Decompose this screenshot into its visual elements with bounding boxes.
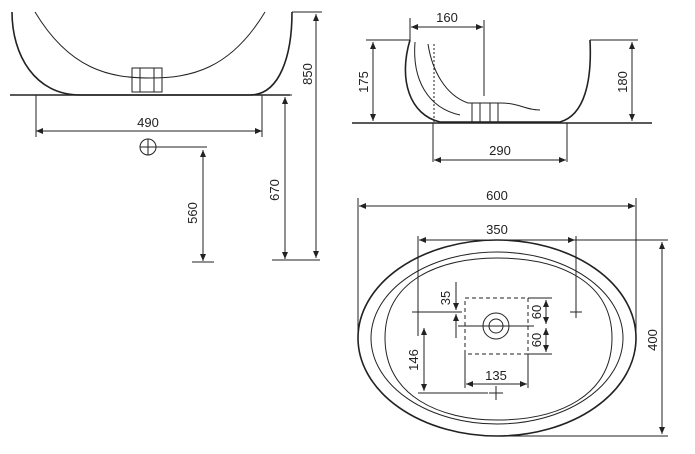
dim-label-60-bottom: 60 [529,333,544,347]
dim-label-560: 560 [185,202,200,224]
dim-label-35: 35 [438,291,453,305]
plan-rim-outline [370,251,624,425]
dim-label-600: 600 [486,188,508,203]
dim-label-135: 135 [485,368,507,383]
plan-view: 600 400 350 35 [357,188,668,437]
dim-label-146: 146 [406,349,421,371]
basin-outline-side [404,39,592,123]
drain-fitting-front [131,67,163,93]
mounting-hole-right [570,306,582,318]
side-view: 160 175 180 290 [352,10,652,163]
dim-label-490: 490 [137,115,159,130]
drain-fitting-side [471,102,499,124]
basin-outline-front [11,11,293,96]
front-view: 490 560 670 850 [10,11,322,263]
dim-label-160: 160 [436,10,458,25]
plan-bowl-outline [384,257,613,421]
dim-label-350: 350 [486,222,508,237]
dim-label-670: 670 [267,179,282,201]
dim-label-850: 850 [300,63,315,85]
dim-label-175: 175 [356,71,371,93]
plan-outer-outline [357,239,637,437]
dim-label-180: 180 [615,71,630,93]
bowl-curve-front [34,11,266,79]
dim-label-290: 290 [489,143,511,158]
dim-label-400: 400 [645,329,660,351]
dim-label-60-top: 60 [529,305,544,319]
mounting-hole-bottom [489,386,503,400]
